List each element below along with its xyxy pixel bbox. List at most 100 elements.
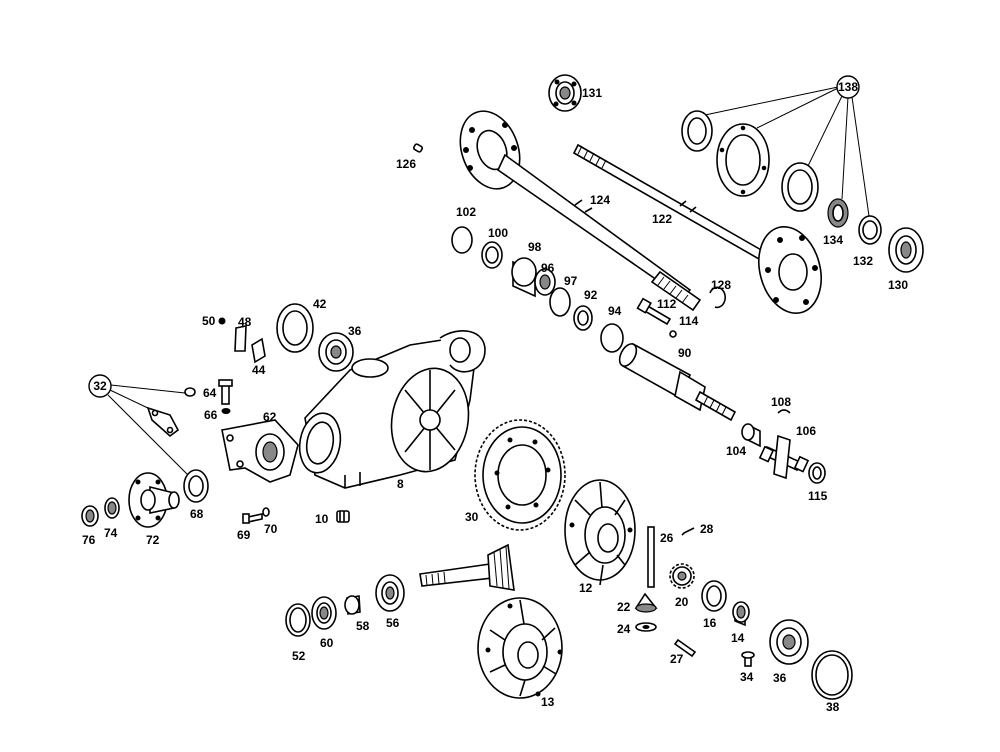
- label-13: 13: [541, 695, 555, 709]
- drive-shaft-90: [618, 342, 737, 422]
- label-138: 138: [838, 80, 858, 94]
- label-66: 66: [204, 408, 218, 422]
- label-132: 132: [853, 254, 873, 268]
- label-69: 69: [237, 528, 251, 542]
- label-8: 8: [397, 477, 404, 491]
- bushing-14: [732, 601, 750, 627]
- flange-72: [128, 472, 180, 528]
- plug-10: [336, 510, 350, 523]
- side-gear-20: [669, 563, 695, 589]
- label-130: 130: [888, 278, 908, 292]
- bolt-112: [636, 297, 672, 326]
- label-36-upper: 36: [348, 324, 362, 338]
- label-92: 92: [584, 288, 598, 302]
- spacer-58: [344, 595, 361, 615]
- label-14: 14: [731, 631, 745, 645]
- washer-100: [481, 241, 503, 269]
- label-62: 62: [263, 410, 277, 424]
- drive-pinion: [419, 543, 515, 591]
- bearing-56: [375, 574, 405, 612]
- label-112: 112: [657, 297, 677, 311]
- washer-92: [573, 305, 593, 331]
- seal-68: [183, 469, 209, 503]
- label-36-lower: 36: [773, 671, 787, 685]
- label-56: 56: [386, 616, 400, 630]
- label-32: 32: [93, 379, 107, 393]
- label-64: 64: [203, 386, 217, 400]
- label-106: 106: [796, 424, 816, 438]
- callout-leaders-138: [704, 86, 870, 217]
- label-58: 58: [356, 619, 370, 633]
- nut-50: [218, 317, 226, 325]
- snap-ring-94: [600, 323, 624, 353]
- washer-66: [221, 408, 231, 414]
- label-70: 70: [264, 522, 278, 536]
- washer-74: [104, 497, 120, 519]
- bearing-60: [311, 596, 337, 630]
- snap-ring-102: [451, 226, 473, 254]
- label-22: 22: [617, 600, 631, 614]
- label-131: 131: [582, 86, 602, 100]
- label-124: 124: [590, 193, 610, 207]
- label-38: 38: [826, 700, 840, 714]
- seal-ring-38: [811, 650, 853, 700]
- pin-28: [681, 527, 695, 536]
- bolt-64: [218, 379, 233, 405]
- nut-76: [81, 505, 99, 527]
- seal-42: [276, 303, 314, 353]
- label-34: 34: [740, 670, 754, 684]
- label-122: 122: [652, 212, 672, 226]
- label-104: 104: [726, 444, 746, 458]
- differential-case-12: [564, 479, 636, 586]
- washer-70: [262, 507, 270, 517]
- label-96: 96: [541, 261, 555, 275]
- cover-62: [221, 419, 299, 483]
- pin-27: [673, 638, 697, 658]
- plate-48: [234, 325, 247, 352]
- label-97: 97: [564, 274, 578, 288]
- snap-ring-128: [709, 286, 726, 309]
- label-100: 100: [488, 226, 508, 240]
- seal-kit-138: [681, 110, 924, 273]
- bracket-44: [251, 337, 266, 364]
- washer-64a: [184, 387, 196, 397]
- label-50: 50: [202, 314, 216, 328]
- label-98: 98: [528, 240, 542, 254]
- ring-gear-30: [474, 419, 566, 531]
- label-72: 72: [146, 533, 160, 547]
- label-16: 16: [703, 616, 717, 630]
- washer-115: [808, 462, 826, 484]
- bolt-69: [242, 513, 263, 524]
- callout-138: 138: [836, 75, 860, 99]
- differential-housing-8: [298, 330, 486, 489]
- differential-cover-13: [477, 597, 563, 699]
- nut-114: [669, 330, 677, 338]
- label-94: 94: [608, 304, 622, 318]
- callout-leaders-32: [107, 384, 189, 476]
- thrust-washer-24: [635, 622, 657, 632]
- label-60: 60: [320, 636, 334, 650]
- label-126: 126: [396, 157, 416, 171]
- universal-joint-106: [758, 434, 810, 480]
- label-74: 74: [104, 526, 118, 540]
- bearing-36-lower: [769, 619, 809, 665]
- axle-shaft-122: [572, 143, 822, 315]
- label-108: 108: [771, 395, 791, 409]
- label-76: 76: [82, 533, 96, 547]
- bushing-104: [741, 423, 761, 448]
- shim-52: [285, 603, 311, 637]
- label-42: 42: [313, 297, 327, 311]
- label-68: 68: [190, 507, 204, 521]
- bolt-34: [741, 651, 755, 667]
- label-102: 102: [456, 205, 476, 219]
- label-114: 114: [679, 314, 699, 328]
- label-10: 10: [315, 512, 329, 526]
- callout-32: 32: [88, 374, 112, 398]
- part-labels: 131 126 124 122 102 100 98 96 97 92 94 1…: [82, 86, 908, 714]
- label-44: 44: [252, 363, 266, 377]
- axle-shaft-124: [459, 110, 702, 312]
- clip-108: [777, 409, 791, 414]
- pinion-gear-22: [634, 592, 658, 613]
- label-27: 27: [670, 652, 684, 666]
